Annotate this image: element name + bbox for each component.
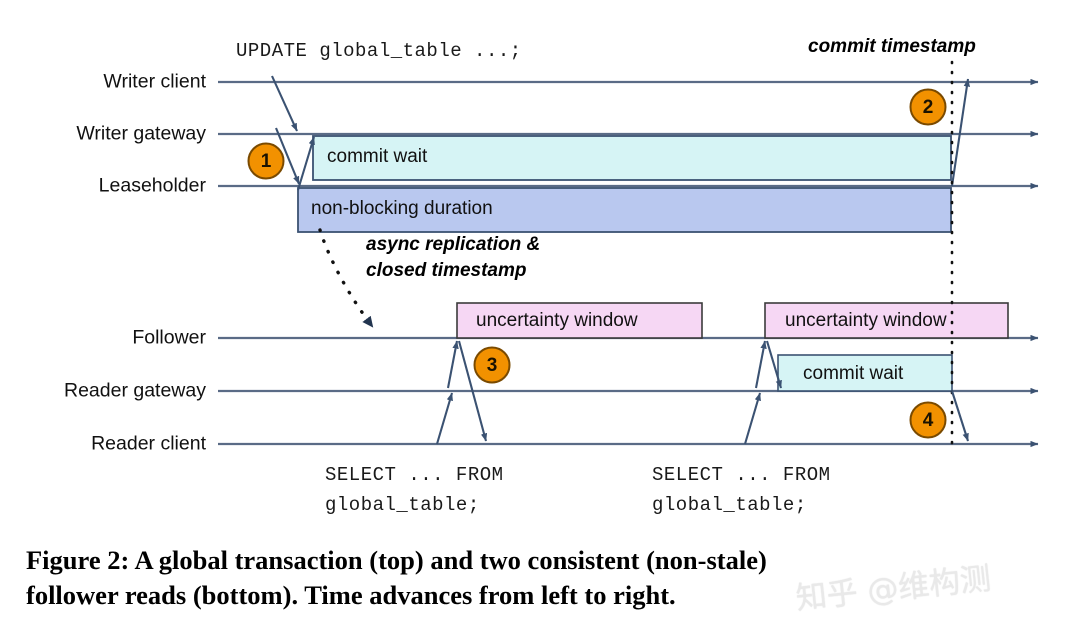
step-badges xyxy=(247,88,947,439)
select-statement-left-line2: global_table; xyxy=(325,494,480,516)
badge-circle-2 xyxy=(909,88,947,126)
figure-caption: Figure 2: A global transaction (top) and… xyxy=(26,543,1062,613)
reader-txn-2-arrows xyxy=(743,340,970,445)
update-statement-text: UPDATE global_table ...; xyxy=(236,40,522,62)
select-statement-left-line1: SELECT ... FROM xyxy=(325,464,504,486)
bar-label-commit-wait-writer: commit wait xyxy=(327,146,428,167)
writer-message-arrows xyxy=(271,75,971,191)
arrow-r1-client-to-gateway xyxy=(435,392,454,445)
bar-uncertainty-window-2 xyxy=(764,302,1009,339)
bar-commit-wait-writer xyxy=(312,135,952,181)
select-statement-right-line1: SELECT ... FROM xyxy=(652,464,831,486)
arrow-leaseholder-to-gateway xyxy=(296,136,316,191)
lane-label-writer-client: Writer client xyxy=(103,70,206,93)
arrow-r1-follower-to-client xyxy=(457,340,488,442)
badge-label-1: 1 xyxy=(260,151,272,172)
lane-label-reader-client: Reader client xyxy=(91,432,206,455)
badge-label-2: 2 xyxy=(922,97,934,118)
figure-caption-line-1: Figure 2: A global transaction (top) and… xyxy=(26,545,767,575)
bar-commit-wait-reader xyxy=(777,354,953,392)
async-replication-label-line1: async replication & xyxy=(366,234,541,255)
badge-label-3: 3 xyxy=(486,355,498,376)
duration-bars xyxy=(297,135,1009,392)
bar-uncertainty-window-1 xyxy=(456,302,703,339)
lane-label-reader-gateway: Reader gateway xyxy=(63,379,206,402)
lane-label-leaseholder: Leaseholder xyxy=(98,174,206,197)
badge-label-4: 4 xyxy=(922,410,934,431)
lifelines xyxy=(218,78,1039,448)
badge-circle-3 xyxy=(473,346,511,384)
bar-label-non-blocking: non-blocking duration xyxy=(311,198,493,219)
commit-timestamp-label: commit timestamp xyxy=(808,36,976,57)
reader-txn-1-arrows xyxy=(435,340,488,445)
figure-caption-line-2: follower reads (bottom). Time advances f… xyxy=(26,580,676,610)
select-statement-right-line2: global_table; xyxy=(652,494,807,516)
bar-label-uncertainty-2: uncertainty window xyxy=(785,310,947,331)
arrow-client-to-gateway xyxy=(271,75,298,132)
async-replication-label-line2: closed timestamp xyxy=(366,260,527,281)
lane-label-follower: Follower xyxy=(132,326,206,349)
arrow-gateway-to-leaseholder xyxy=(275,127,300,185)
arrow-r2-gateway-to-client xyxy=(950,390,970,442)
badge-circle-4 xyxy=(909,401,947,439)
badge-circle-1 xyxy=(247,142,285,180)
arrow-gateway-to-client-commit xyxy=(950,78,971,187)
bar-label-commit-wait-reader: commit wait xyxy=(803,363,904,384)
bar-non-blocking-duration xyxy=(297,187,952,233)
arrow-r2-follower-to-gateway xyxy=(765,340,783,389)
async-replication-arrow xyxy=(318,228,374,328)
arrow-r1-gateway-to-follower xyxy=(446,340,459,389)
lane-label-writer-gateway: Writer gateway xyxy=(76,122,206,145)
bar-label-uncertainty-1: uncertainty window xyxy=(476,310,638,331)
arrow-r2-gateway-to-follower xyxy=(754,340,767,389)
arrow-r2-client-to-gateway xyxy=(743,392,762,445)
